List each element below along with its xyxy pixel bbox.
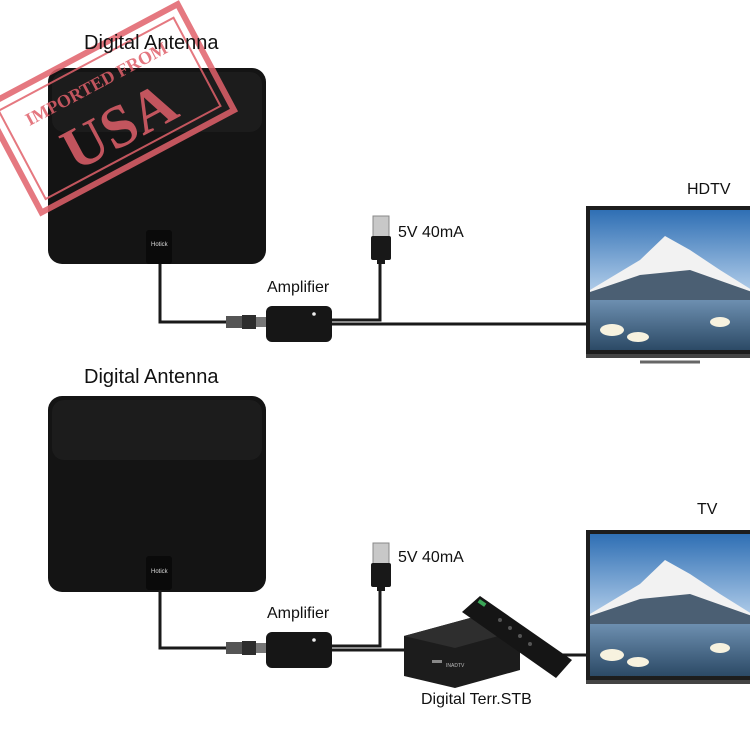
bottom-amplifier-label: Amplifier bbox=[267, 605, 330, 622]
remote-control bbox=[462, 596, 572, 678]
top-antenna-brand: Hotick bbox=[151, 242, 168, 248]
top-amplifier bbox=[266, 306, 332, 342]
stb-label: Digital Terr.STB bbox=[421, 691, 532, 708]
bottom-usb-plug bbox=[371, 542, 391, 591]
top-coax-connector bbox=[226, 315, 268, 329]
top-amplifier-label: Amplifier bbox=[267, 279, 330, 296]
top-antenna-label: Digital Antenna bbox=[84, 32, 219, 54]
bottom-antenna bbox=[48, 396, 266, 592]
top-hdtv bbox=[586, 206, 750, 364]
bottom-antenna-label: Digital Antenna bbox=[84, 366, 219, 388]
bottom-amplifier bbox=[266, 632, 332, 668]
bottom-tv bbox=[586, 530, 750, 684]
tv-label: TV bbox=[697, 501, 718, 518]
bottom-coax-connector bbox=[226, 641, 268, 655]
stb-brand: INADTV bbox=[446, 663, 465, 669]
bottom-antenna-brand: Hotick bbox=[151, 569, 168, 575]
hdtv-label: HDTV bbox=[687, 181, 731, 198]
top-cable bbox=[158, 262, 588, 326]
imported-from-usa-stamp: IMPORTED FROM USA bbox=[0, 0, 239, 217]
top-usb-plug bbox=[371, 215, 391, 264]
bottom-usb-label: 5V 40mA bbox=[398, 549, 464, 566]
bottom-cable bbox=[158, 590, 590, 657]
top-usb-label: 5V 40mA bbox=[398, 224, 464, 241]
